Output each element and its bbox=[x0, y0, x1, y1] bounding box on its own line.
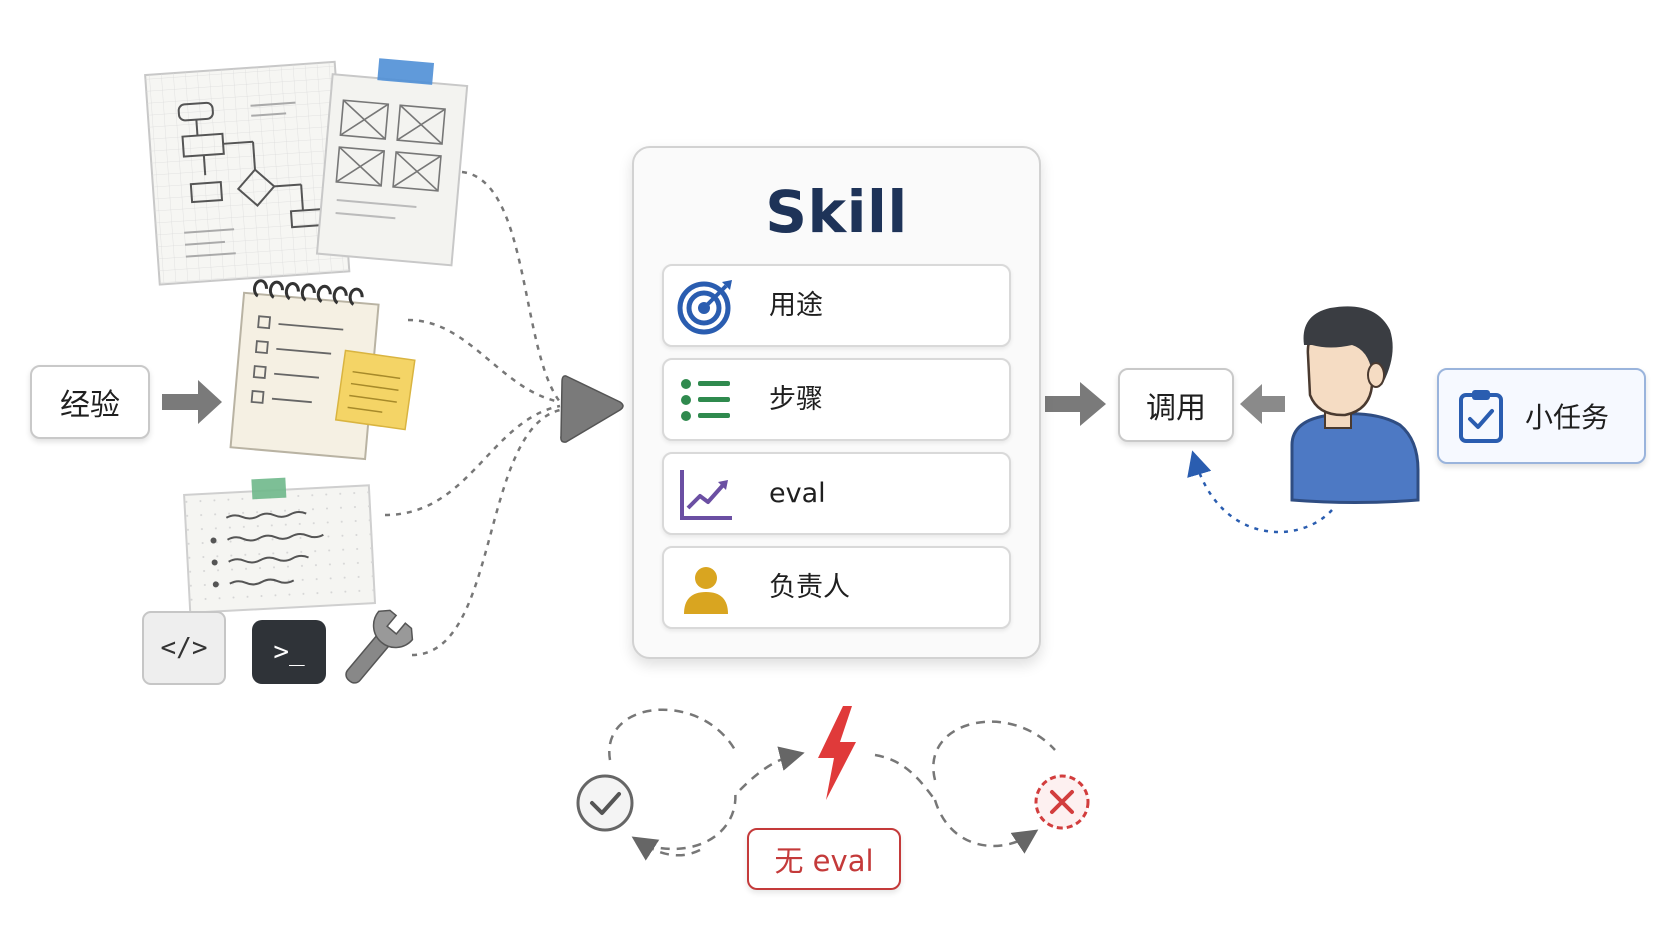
person-icon bbox=[684, 567, 728, 614]
no-eval-text: 无 eval bbox=[774, 844, 874, 878]
code-tag-icon bbox=[142, 611, 226, 685]
skill-title: Skill bbox=[765, 178, 908, 246]
list-icon bbox=[681, 379, 730, 421]
flowchart-document-icon bbox=[144, 60, 351, 286]
terminal-icon bbox=[252, 620, 326, 684]
invoke-label-text: 调用 bbox=[1146, 391, 1206, 426]
clipboard-check-icon bbox=[1459, 390, 1503, 443]
check-circle-icon bbox=[576, 774, 634, 832]
experience-label: 经验 bbox=[30, 365, 150, 439]
skill-row-label: 用途 bbox=[769, 290, 823, 321]
no-eval-badge: 无 eval bbox=[747, 828, 901, 890]
funnel-icon bbox=[560, 375, 624, 443]
skill-row-eval: eval bbox=[662, 452, 1011, 535]
skill-row-owner: 负责人 bbox=[662, 546, 1011, 629]
target-icon bbox=[677, 280, 732, 335]
sticky-note-icon bbox=[334, 349, 416, 431]
error-circle-icon bbox=[1034, 774, 1090, 830]
skill-card: Skill 用途 步骤 e bbox=[632, 146, 1041, 659]
trend-chart-icon bbox=[680, 470, 732, 520]
arrow-left-icon bbox=[1240, 384, 1285, 424]
code-tag-label: </> bbox=[160, 633, 208, 663]
skill-row-purpose: 用途 bbox=[662, 264, 1011, 347]
task-card: 小任务 bbox=[1437, 368, 1646, 464]
lightning-icon bbox=[818, 706, 856, 800]
task-label-text: 小任务 bbox=[1525, 401, 1610, 434]
invoke-label: 调用 bbox=[1118, 368, 1234, 442]
notes-page-icon bbox=[183, 477, 377, 614]
terminal-prompt-label: >_ bbox=[273, 637, 305, 667]
skill-row-label: eval bbox=[769, 478, 826, 509]
arrow-right-icon bbox=[162, 380, 222, 424]
wireframe-document-icon bbox=[315, 58, 469, 267]
experience-label-text: 经验 bbox=[60, 388, 120, 423]
skill-row-label: 步骤 bbox=[769, 384, 823, 415]
arrow-right-icon bbox=[1045, 382, 1106, 426]
skill-row-steps: 步骤 bbox=[662, 358, 1011, 441]
skill-row-label: 负责人 bbox=[769, 572, 850, 603]
wrench-icon bbox=[345, 609, 414, 684]
person-avatar-icon bbox=[1290, 306, 1420, 504]
